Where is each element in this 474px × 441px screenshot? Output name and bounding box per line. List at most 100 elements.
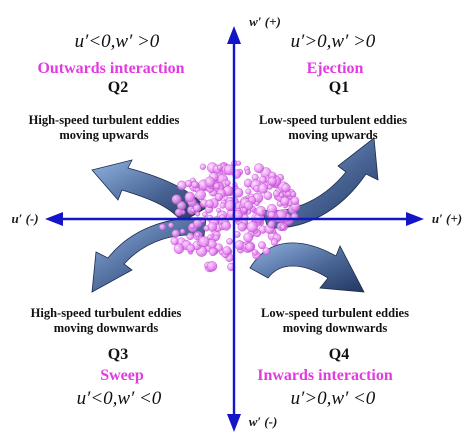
bubble [243,200,254,211]
bubble [219,202,226,209]
bubble [203,225,210,232]
bubble [216,207,222,213]
bubble [246,221,258,233]
q2-number: Q2 [107,79,129,96]
bubble [280,196,290,206]
q3-description-line1: High-speed turbulent eddies [30,306,182,320]
bubble [205,199,214,209]
bubble [258,241,266,250]
bubble [198,236,210,248]
arrow-q4-downwards [249,242,365,293]
bubble [214,192,224,202]
bubble [237,222,247,232]
q3-condition: u′<0,w′ <0 [76,388,162,409]
bubble [204,176,216,188]
bubble [174,208,183,217]
q4-description-line1: Low-speed turbulent eddies [261,306,409,320]
q2-description-line2: moving upwards [59,128,149,142]
bubble [268,211,276,219]
bubble [199,163,207,170]
bubble [263,191,273,200]
q2-description-line1: High-speed turbulent eddies [28,113,180,127]
bubble [213,234,220,241]
q3-name: Sweep [100,367,144,384]
bubble [208,247,218,257]
bubble [257,183,268,194]
bubble [194,231,201,238]
bubble [159,223,166,231]
bubble [171,229,180,238]
q2-name: Outwards interaction [37,60,185,77]
bubble [186,243,195,253]
u-axis-arrowhead-left [45,212,63,226]
bubble [290,196,300,206]
q3-description-line2: moving downwards [53,321,159,335]
w-axis-negative-label: w′ (-) [248,414,278,429]
bubble [171,194,182,205]
bubble [290,191,297,198]
q1-condition: u′>0,w′ >0 [290,31,376,52]
bubble [245,188,252,195]
w-axis-arrowhead-down [227,414,241,432]
bubble [195,189,206,201]
bubble [213,182,221,190]
bubble [262,247,271,256]
w-axis-positive-label: w′ (+) [249,14,281,29]
bubble [206,261,218,272]
u-axis-arrowhead-right [406,212,424,226]
bubble [207,234,213,240]
bubble [184,191,196,203]
bubble [207,222,218,232]
bubble [243,232,254,243]
q1-description-line1: Low-speed turbulent eddies [259,113,407,127]
bubble [267,220,276,229]
u-axis-positive-label: u′ (+) [431,211,463,226]
bubble [281,183,291,193]
q3-number: Q3 [107,346,129,363]
bubble [216,164,223,171]
w-axis-arrowhead-up [227,26,241,44]
bubble [226,238,233,245]
bubble [170,237,179,246]
q1-name: Ejection [306,60,364,77]
bubble [224,179,231,186]
bubble [222,246,232,256]
bubble [176,180,187,191]
bubble [168,222,174,229]
q4-description: Low-speed turbulent eddies moving downwa… [261,306,409,336]
bubble [241,207,248,213]
q1-description-line2: moving upwards [288,128,378,142]
bubble [267,176,277,186]
q4-description-line2: moving downwards [282,321,388,335]
bubble [193,204,202,213]
bubble [272,190,280,198]
bubble [254,163,264,174]
bubble [173,243,185,254]
bubble [186,232,194,241]
q4-condition: u′>0,w′ <0 [290,388,376,409]
bubble [251,249,259,256]
bubble [245,242,255,252]
bubble [221,220,231,231]
q2-description: High-speed turbulent eddies moving upwar… [29,113,180,143]
bubble [244,169,251,175]
q3-description: High-speed turbulent eddies moving downw… [31,306,182,336]
bubble [191,180,199,189]
q4-name: Inwards interaction [257,367,393,384]
bubble [270,238,279,246]
bubble [255,205,267,217]
q1-number: Q1 [328,79,350,96]
q4-number: Q4 [328,346,350,363]
bubble [267,184,273,190]
u-axis-negative-label: u′ (-) [11,211,39,226]
bubble [259,175,267,184]
bubble [254,200,260,207]
q2-condition: u′<0,w′ >0 [74,31,160,52]
bubble [202,211,208,218]
bubble [185,179,193,188]
bubble [280,224,286,230]
q1-description: Low-speed turbulent eddies moving upward… [259,113,407,143]
bubble [179,228,186,235]
